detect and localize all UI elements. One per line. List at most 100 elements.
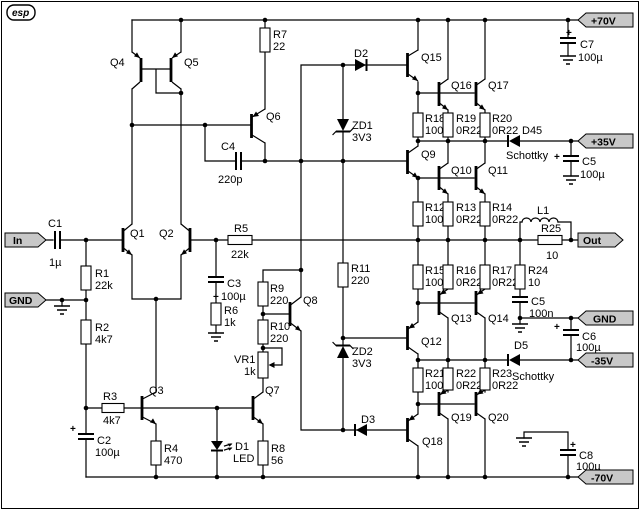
resistor-r25: R25 10 <box>537 223 563 262</box>
ground-icon <box>208 332 224 342</box>
vr1-designator: VR1 <box>234 354 255 366</box>
r20-value: 0R22 <box>492 125 518 137</box>
terminal-in: In <box>4 232 47 248</box>
q15-designator: Q15 <box>421 52 442 64</box>
transistor-q4: Q4 <box>110 51 143 90</box>
r4-value: 470 <box>164 455 182 467</box>
terminal-plus70-label: +70V <box>591 16 616 28</box>
r14-value: 0R22 <box>492 214 518 226</box>
transistor-q11: Q11 <box>474 162 508 195</box>
q9-designator: Q9 <box>421 149 436 161</box>
terminal-gnd-right: GND <box>577 310 634 326</box>
d5-type: Schottky <box>512 371 555 383</box>
r19-designator: R19 <box>456 113 476 125</box>
r10-designator: R10 <box>270 321 290 333</box>
r9-value: 220 <box>270 295 288 307</box>
terminal-plus70: +70V <box>577 12 634 28</box>
q16-designator: Q16 <box>451 80 472 92</box>
r6-designator: R6 <box>224 305 238 317</box>
terminal-in-label: In <box>13 235 22 247</box>
d45-type: Schottky <box>506 150 549 162</box>
transistor-q18: Q18 <box>406 413 443 448</box>
wires-rail-caps <box>519 19 579 478</box>
terminal-gnd-left: GND <box>4 292 47 308</box>
terminals: In GND +70V +35V Out GND -35V -70V <box>4 12 634 485</box>
ground-icon <box>512 323 528 333</box>
q5-designator: Q5 <box>184 57 199 69</box>
terminal-plus35-label: +35V <box>591 137 616 149</box>
r20-designator: R20 <box>492 113 512 125</box>
terminal-minus70-label: -70V <box>591 473 613 485</box>
transistor-q15: Q15 <box>406 49 442 82</box>
wires-current-mirror <box>131 19 182 225</box>
c4-designator: C4 <box>221 141 235 153</box>
r8-designator: R8 <box>271 443 285 455</box>
q2-designator: Q2 <box>159 228 174 240</box>
zd2-designator: ZD2 <box>352 346 373 358</box>
terminal-out: Out <box>577 232 624 248</box>
r25-value: 10 <box>546 250 558 262</box>
r25-designator: R25 <box>541 223 561 235</box>
r23-value: 0R22 <box>492 380 518 392</box>
terminal-minus35: -35V <box>577 352 634 368</box>
r19-value: 0R22 <box>456 125 482 137</box>
transistor-q5: Q5 <box>169 51 199 90</box>
l1-designator: L1 <box>537 205 549 217</box>
r2-designator: R2 <box>95 322 109 334</box>
r7-value: 22 <box>273 41 285 53</box>
d5-designator: D5 <box>514 340 528 352</box>
r17-value: 0R22 <box>492 277 518 289</box>
c1-value: 1µ <box>49 257 62 269</box>
c5-zobel-designator: C5 <box>531 296 545 308</box>
r5-value: 22k <box>231 249 249 261</box>
wires-sinks <box>155 407 264 478</box>
esp-logo: esp <box>6 4 36 21</box>
r21-designator: R21 <box>425 368 445 380</box>
r3-designator: R3 <box>103 391 117 403</box>
r2-value: 4k7 <box>95 334 113 346</box>
transistor-q17: Q17 <box>474 78 509 111</box>
zd2-value: 3V3 <box>352 358 372 370</box>
c5-rail-designator: C5 <box>582 156 596 168</box>
q10-designator: Q10 <box>451 165 472 177</box>
r10-value: 220 <box>270 333 288 345</box>
r18-value: 100 <box>425 125 443 137</box>
capacitor-c3: C3+100µ <box>208 276 246 303</box>
q7-designator: Q7 <box>265 385 280 397</box>
q19-designator: Q19 <box>451 412 472 424</box>
d1-designator: D1 <box>235 441 249 453</box>
terminal-plus35: +35V <box>577 133 634 149</box>
r7-designator: R7 <box>273 29 287 41</box>
vr1-value: 1k <box>244 366 256 378</box>
terminal-gnd-left-label: GND <box>9 295 33 307</box>
c3-polarity: + <box>213 292 219 303</box>
r13-designator: R13 <box>456 202 476 214</box>
q17-designator: Q17 <box>488 80 509 92</box>
terminal-out-label: Out <box>583 235 602 247</box>
r11-value: 220 <box>351 275 369 287</box>
transistor-q8: Q8 <box>288 295 318 332</box>
c2-value: 100µ <box>95 447 120 459</box>
r15-value: 100 <box>425 277 443 289</box>
q20-designator: Q20 <box>488 412 509 424</box>
r1-value: 22k <box>95 280 113 292</box>
